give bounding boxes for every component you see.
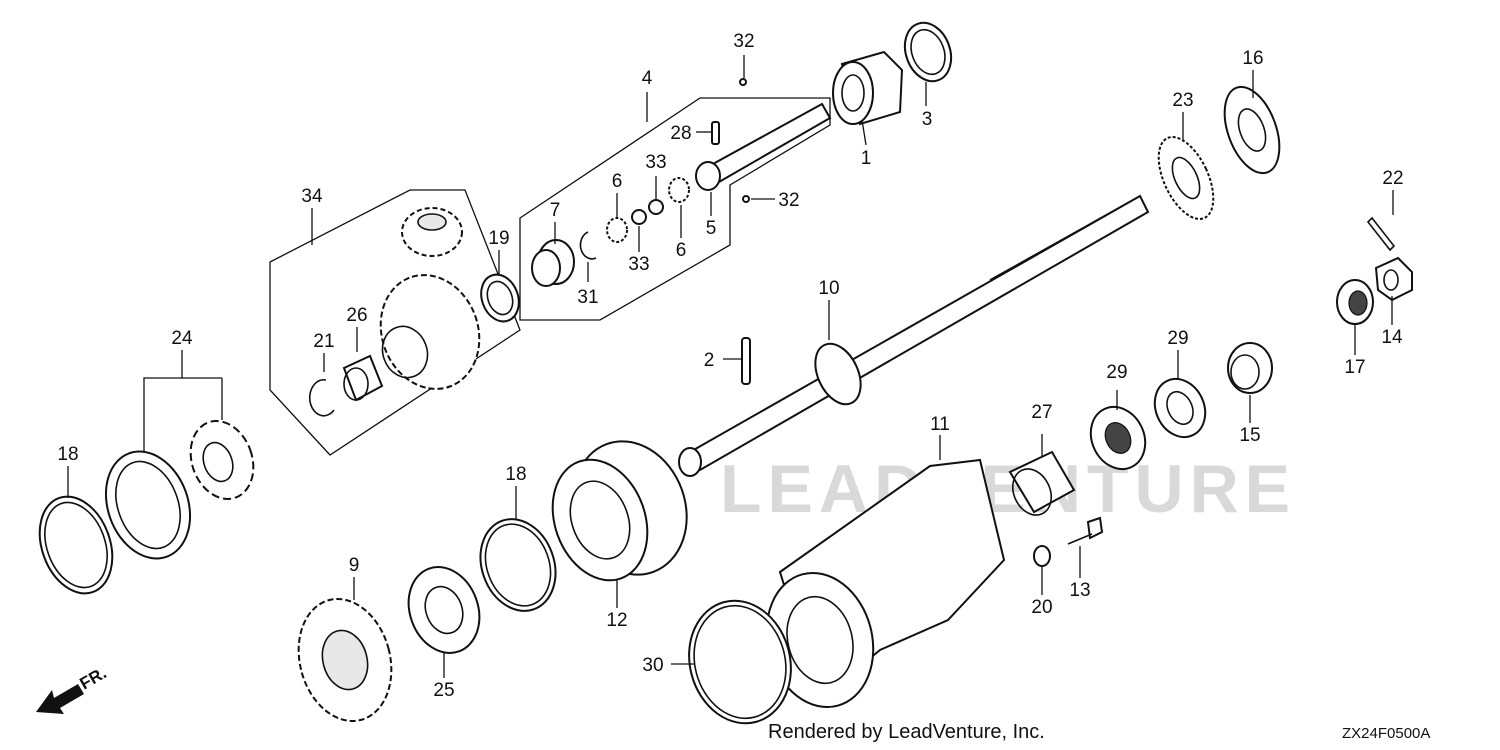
rendered-by-footer: Rendered by LeadVenture, Inc. <box>768 721 1045 743</box>
part-4-shift-rod <box>695 102 832 191</box>
callout-4: 4 <box>642 68 653 89</box>
part-31-clip <box>579 231 597 260</box>
callout-15: 15 <box>1239 425 1260 446</box>
part-15-seal <box>1227 342 1273 394</box>
callout-31: 31 <box>577 287 598 308</box>
part-2-pin <box>741 337 751 385</box>
part-16-washer <box>1223 85 1281 175</box>
callout-26: 26 <box>346 305 367 326</box>
leader-lines <box>67 55 1394 678</box>
callout-14: 14 <box>1381 327 1403 348</box>
diagram-code: ZX24F0500A <box>1342 725 1430 742</box>
part-14-castle-nut <box>1374 256 1413 302</box>
front-arrow-icon <box>36 684 84 714</box>
callout-34: 34 <box>301 186 323 207</box>
callout-18-left: 18 <box>57 444 78 465</box>
callout-18-lower: 18 <box>505 464 526 485</box>
callout-16: 16 <box>1242 48 1263 69</box>
callout-11: 11 <box>930 414 950 435</box>
part-25-ball-bearing <box>407 566 481 654</box>
part-34-gear-set <box>379 207 481 390</box>
part-30-oring <box>688 599 792 725</box>
callout-33-lower: 33 <box>628 254 649 275</box>
callout-30: 30 <box>642 655 663 676</box>
callout-25: 25 <box>433 680 454 701</box>
part-3-ring <box>903 21 953 83</box>
part-29-bearing-lower <box>1089 405 1147 471</box>
part-17-seal <box>1336 279 1374 325</box>
callout-13: 13 <box>1069 580 1090 601</box>
callout-5: 5 <box>706 218 717 239</box>
front-direction-label: FR. <box>77 663 110 693</box>
assembly-box-34 <box>269 189 521 456</box>
callout-9: 9 <box>349 555 360 576</box>
callout-29-lower: 29 <box>1106 362 1127 383</box>
part-23-thrust-bearing <box>1157 136 1215 220</box>
front-direction-indicator: FR. <box>36 663 110 714</box>
callout-10: 10 <box>818 278 839 299</box>
part-13-bolt <box>1067 516 1104 545</box>
part-32-dot-top <box>739 78 747 86</box>
callout-33-upper: 33 <box>645 152 666 173</box>
callout-19: 19 <box>488 228 509 249</box>
part-18-ring-left <box>38 495 114 595</box>
part-20-washer <box>1033 545 1051 567</box>
callout-32-right: 32 <box>778 190 799 211</box>
part-32-dot-right <box>742 195 750 203</box>
part-22-cotter-pin <box>1366 216 1396 252</box>
callout-32-top: 32 <box>733 31 754 52</box>
part-24-tapered-bearing <box>104 420 255 560</box>
assembly-box-4 <box>519 97 831 321</box>
callout-21: 21 <box>313 331 334 352</box>
watermark-text: LEADVENTURE <box>720 451 1296 527</box>
callout-6-upper: 6 <box>612 171 623 192</box>
part-12-housing <box>551 440 688 582</box>
part-33-ball-left <box>631 209 647 225</box>
callout-2: 2 <box>704 350 715 371</box>
part-7-shift-cap <box>531 239 575 287</box>
part-29-bearing-upper <box>1153 377 1207 439</box>
callout-17: 17 <box>1344 357 1365 378</box>
part-11-gearcase <box>765 458 1006 709</box>
callout-29-upper: 29 <box>1167 328 1188 349</box>
callout-7: 7 <box>550 200 561 221</box>
part-33-ball-right <box>648 199 664 215</box>
part-1-sleeve <box>832 50 904 126</box>
callout-12: 12 <box>606 610 627 631</box>
part-28-pin <box>711 121 720 145</box>
callout-1: 1 <box>861 148 872 169</box>
part-26-bushing <box>342 354 384 402</box>
callout-labels: 1 2 3 4 5 6 6 7 9 10 11 12 13 14 15 16 1… <box>57 31 1403 701</box>
callout-6-lower: 6 <box>676 240 687 261</box>
part-10-shaft <box>678 194 1150 477</box>
callout-3: 3 <box>922 109 933 130</box>
callout-28: 28 <box>670 123 691 144</box>
callout-24: 24 <box>171 328 193 349</box>
part-21-circlip <box>308 378 335 417</box>
part-9-bevel-gear <box>297 597 393 723</box>
part-18-ring-lower <box>479 518 557 612</box>
part-27-needle-bearing <box>1008 450 1076 516</box>
part-19-seal <box>480 273 520 323</box>
callout-23: 23 <box>1172 90 1193 111</box>
callout-22: 22 <box>1382 168 1403 189</box>
part-6-spring-left <box>606 217 628 243</box>
callout-20: 20 <box>1031 597 1052 618</box>
part-6-spring-right <box>668 177 690 203</box>
callout-27: 27 <box>1031 402 1052 423</box>
